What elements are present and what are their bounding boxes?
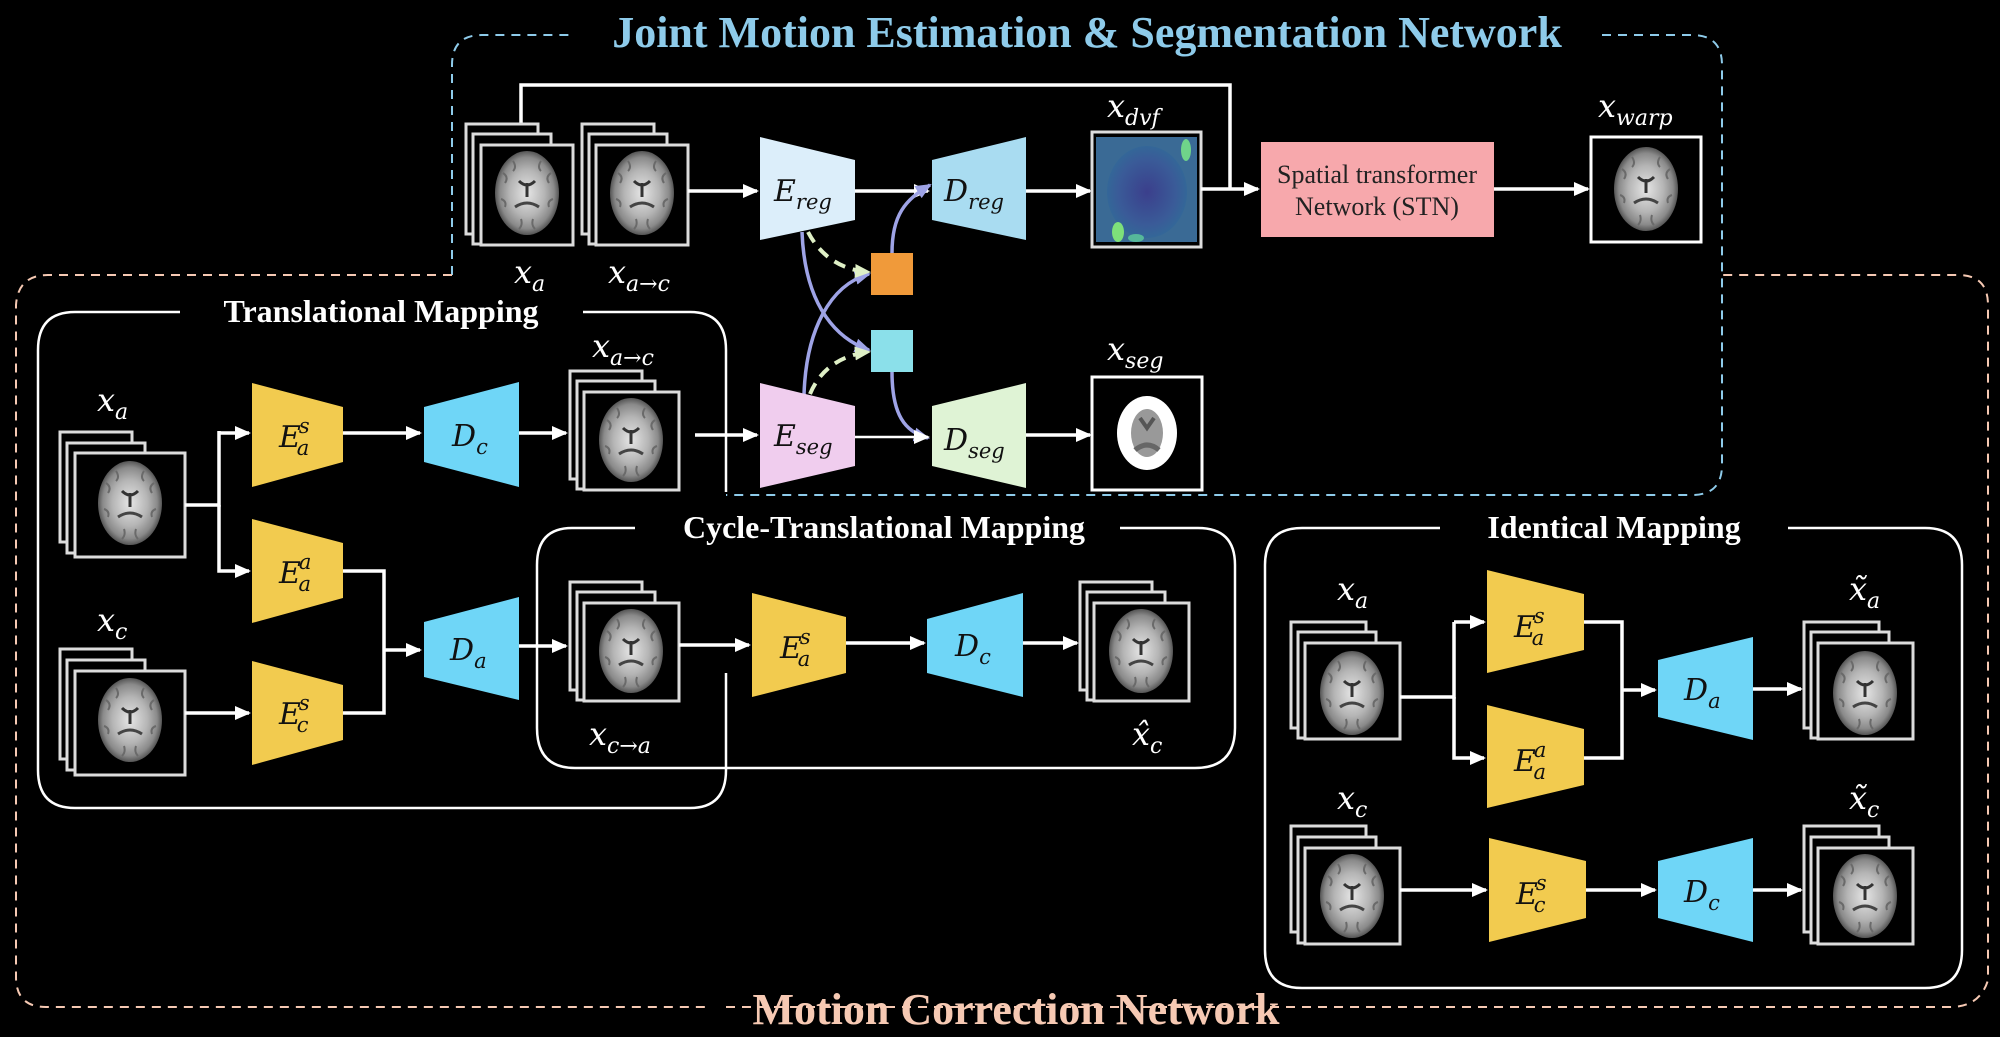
anatomy-encoder-a-ident <box>1487 705 1584 808</box>
skip-eseg-to-orange <box>802 271 871 396</box>
style-encoder-a-ident <box>1487 570 1584 673</box>
label-xa-trans: xa <box>97 381 128 425</box>
decoder-c-trans <box>424 382 519 487</box>
fusion-block-orange <box>871 253 913 295</box>
anatomy-encoder-a-trans <box>252 519 343 623</box>
d-reg-label: Dreg <box>943 174 1004 214</box>
label-xc-trans: xc <box>97 601 127 645</box>
image-stack-xa-trans <box>58 430 187 559</box>
dec-c-cycle-label: Dc <box>954 629 991 669</box>
label-xc-tilde: x̃c <box>1849 779 1879 823</box>
label-xca: xc→a <box>589 715 651 759</box>
image-stack-xc-ident <box>1289 824 1402 946</box>
segmentation-encoder <box>760 383 855 488</box>
spatial-transformer-network <box>1261 142 1494 237</box>
image-stack-xa-ident <box>1289 620 1402 741</box>
warped-image <box>1589 135 1703 244</box>
image-stack-xc-trans <box>58 647 187 777</box>
image-stack-xa-joint <box>464 122 575 247</box>
skip-connection-wire <box>519 83 1232 189</box>
decoder-c-ident <box>1658 838 1753 942</box>
identical-mapping-frame <box>1263 526 1964 990</box>
identical-mapping-title: Identical Mapping <box>1487 509 1740 545</box>
fusion-block-cyan <box>871 330 913 372</box>
orange-to-dreg <box>890 183 932 254</box>
stn-label-line1: Spatial transformer <box>1277 160 1477 189</box>
joint-network-boundary <box>451 34 1723 496</box>
dec-a-trans-label: Da <box>449 633 487 673</box>
translational-mapping-title: Translational Mapping <box>223 293 538 329</box>
motion-network-title: Motion Correction Network <box>752 985 1280 1034</box>
attention-ereg-orange <box>806 231 871 279</box>
e-reg-label: Ereg <box>773 174 832 214</box>
image-stack-xca <box>568 580 681 703</box>
segmentation-decoder <box>932 383 1026 488</box>
cycle-mapping-frame <box>535 526 1237 770</box>
registration-encoder <box>760 137 855 240</box>
label-xa-tilde: x̃a <box>1849 570 1880 614</box>
stn-label-line2: Network (STN) <box>1295 192 1459 221</box>
cycle-mapping-title: Cycle-Translational Mapping <box>683 509 1085 545</box>
style-encoder-a-cycle <box>752 593 846 697</box>
label-xa-joint: xa <box>514 253 545 297</box>
label-xc-hat: x̂c <box>1132 715 1162 759</box>
image-stack-xac-joint <box>580 122 690 247</box>
dec-c-ident-label: Dc <box>1683 875 1720 915</box>
translational-mapping-frame <box>36 310 728 810</box>
skip-ereg-to-cyan <box>800 231 871 353</box>
style-encoder-c-ident <box>1489 838 1586 942</box>
image-stack-xa-tilde <box>1802 620 1915 741</box>
e-seg-label: Eseg <box>773 419 833 459</box>
cyan-to-dseg <box>890 371 930 442</box>
attention-eseg-cyan <box>808 346 871 395</box>
joint-network-title: Joint Motion Estimation & Segmentation N… <box>612 8 1562 57</box>
label-xac-trans: xa→c <box>592 327 654 371</box>
segmentation-image <box>1090 375 1204 492</box>
dec-c-trans-label: Dc <box>451 419 488 459</box>
registration-decoder <box>932 137 1026 240</box>
label-xc-ident: xc <box>1337 779 1367 823</box>
label-x-warp: xwarp <box>1598 87 1673 131</box>
style-encoder-a-trans <box>252 383 343 487</box>
style-encoder-c-trans <box>252 661 343 765</box>
image-stack-xc-hat <box>1078 580 1191 703</box>
decoder-c-cycle <box>927 593 1023 697</box>
decoder-a-trans <box>424 597 519 700</box>
deformation-field-image <box>1090 130 1203 249</box>
label-x-dvf: xdvf <box>1107 87 1164 131</box>
image-stack-xc-tilde <box>1802 824 1915 946</box>
decoder-a-ident <box>1658 637 1753 740</box>
d-seg-label: Dseg <box>943 423 1005 463</box>
motion-network-boundary <box>15 274 1989 1008</box>
dec-a-ident-label: Da <box>1683 673 1721 713</box>
label-x-seg: xseg <box>1107 330 1163 374</box>
label-xac-joint: xa→c <box>608 253 670 297</box>
image-stack-xac-trans <box>568 369 681 492</box>
label-xa-ident: xa <box>1337 570 1368 614</box>
